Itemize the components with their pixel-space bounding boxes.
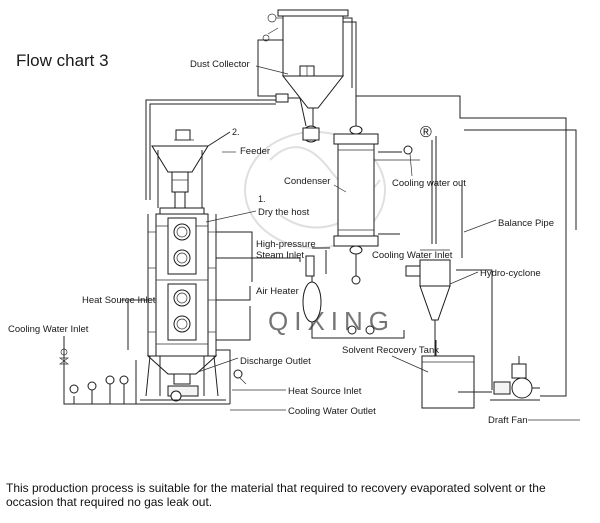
- label-discharge-outlet: Discharge Outlet: [240, 356, 311, 367]
- label-solvent-recovery-tank: Solvent Recovery Tank: [342, 345, 439, 356]
- dust-collector: [257, 9, 357, 143]
- registered-mark: ®: [420, 124, 432, 141]
- label-hydro-cyclone: Hydro-cyclone: [480, 268, 541, 279]
- label-cooling-water-inlet-left: Cooling Water Inlet: [8, 324, 89, 335]
- label-air-heater: Air Heater: [256, 286, 299, 297]
- draft-fan: [490, 356, 540, 401]
- watermark-text: QIXING: [268, 306, 395, 336]
- condenser: [333, 84, 420, 285]
- balance-pipe-network: [356, 95, 577, 397]
- label-balance-pipe: Balance Pipe: [498, 218, 554, 229]
- label-hp-steam-line2: Steam Inlet: [256, 250, 304, 261]
- feeder-number: 2.: [232, 127, 240, 137]
- label-cooling-water-inlet-right: Cooling Water Inlet: [372, 250, 453, 261]
- description-caption: This production process is suitable for …: [6, 481, 546, 509]
- solvent-recovery-tank: [421, 340, 492, 409]
- label-heat-source-inlet-bottom: Heat Source Inlet: [288, 386, 362, 397]
- label-feeder: Feeder: [240, 146, 270, 157]
- label-heat-source-inlet-left: Heat Source Inlet: [82, 295, 156, 306]
- label-condenser: Condenser: [284, 176, 330, 187]
- label-dust-collector: Dust Collector: [190, 59, 250, 70]
- label-dry-host: Dry the host: [258, 207, 310, 218]
- label-cooling-water-outlet: Cooling Water Outlet: [288, 406, 376, 417]
- steam-heat-lines: [216, 231, 405, 388]
- chart-title: Flow chart 3: [16, 51, 109, 70]
- label-hp-steam-line1: High-pressure: [256, 239, 316, 250]
- dryer-host: [140, 207, 226, 402]
- label-draft-fan: Draft Fan: [488, 415, 528, 426]
- feeder: [145, 99, 276, 209]
- left-inlet-lines: [58, 299, 247, 405]
- label-cooling-water-out: Cooling water out: [392, 178, 466, 189]
- dry-host-number: 1.: [258, 194, 266, 204]
